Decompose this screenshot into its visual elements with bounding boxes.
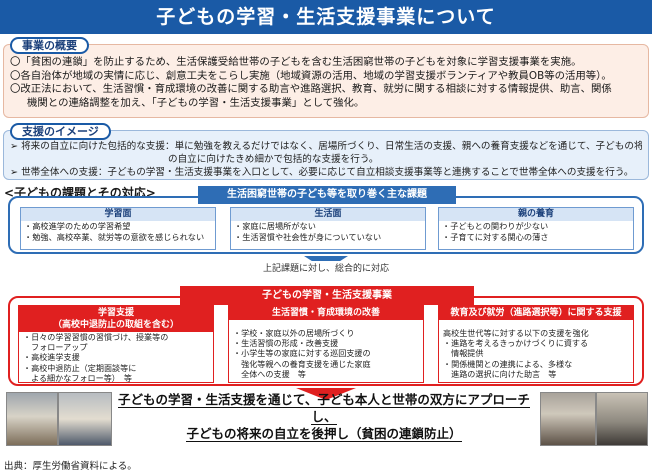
- program-item: 高校生世代等に対する以下の支援を強化: [443, 328, 589, 338]
- program-item: ・生活習慣の形成・改善支援: [233, 338, 339, 349]
- connector-caption: 上記課題に対し、総合的に対応: [236, 261, 416, 274]
- program-item: 情報提供: [443, 348, 484, 359]
- issue-item: ・高校進学のための学習希望: [24, 221, 131, 231]
- issue-title: 親の養育: [439, 208, 633, 221]
- issue-column-life: 生活面 ・家庭に居場所がない ・生活習慣や社会性が身についていない: [230, 207, 426, 250]
- program-item: 全体への支援 等: [233, 368, 306, 379]
- program-header: 子どもの学習・生活支援事業: [180, 286, 474, 305]
- program-item: よる細かなフォロー等） 等: [23, 372, 133, 383]
- program-item: ・日々の学習習慣の習慣づけ、授業等の: [23, 332, 169, 342]
- program-item: ・高校中退防止（定期面談等に: [23, 362, 137, 373]
- issue-item: ・生活習慣や社会性が身についていない: [234, 231, 382, 242]
- program-item: ・学校・家庭以外の居場所づくり: [233, 328, 355, 338]
- program-column-career: 教育及び就労（進路選択等）に関する支援 高校生世代等に対する以下の支援を強化 ・…: [438, 305, 634, 383]
- image-line-3: ➢ 世帯全体への支援：子どもの学習・生活支援事業を入口として、必要に応じて自立相…: [10, 167, 634, 179]
- conclusion-line-2: 子どもの将来の自立を後押し（貧困の連鎖防止）: [186, 426, 462, 442]
- source-note: 出典：厚生労働省資料による。: [4, 461, 137, 472]
- overview-line-2: 〇各自治体が地域の実情に応じ、創意工夫をこらし実施（地域資源の活用、地域の学習支…: [10, 69, 612, 82]
- program-column-study: 学習支援 （高校中退防止の取組を含む） ・日々の学習習慣の習慣づけ、授業等の フ…: [18, 305, 214, 383]
- image-box: ➢ 将来の自立に向けた包括的な支援：単に勉強を教えるだけではなく、居場所づくり、…: [3, 130, 649, 180]
- program-item: フォローアップ: [23, 342, 88, 353]
- issue-column-parenting: 親の養育 ・子どもとの関わりが少ない ・子育てに対する関心の薄さ: [438, 207, 634, 250]
- image-line-1: ➢ 将来の自立に向けた包括的な支援：単に勉強を教えるだけではなく、居場所づくり、…: [10, 141, 642, 152]
- classroom-photo-3: [540, 392, 596, 446]
- overview-line-1: 〇「貧困の連鎖」を防止するため、生活保護受給世帯の子どもを含む生活困窮世帯の子ど…: [10, 56, 582, 68]
- program-item: ・小学生等の家庭に対する巡回支援の: [233, 348, 371, 359]
- program-column-life: 生活習慣・育成環境の改善 ・学校・家庭以外の居場所づくり ・生活習慣の形成・改善…: [228, 305, 424, 383]
- program-item: ・進路を考えるきっかけづくりに資する: [443, 338, 589, 349]
- overview-line-4: 機関との連絡調整を加え、「子どもの学習・生活支援事業」として強化。: [27, 97, 365, 110]
- conclusion-line-1: 子どもの学習・生活支援を通じて、子ども本人と世帯の双方にアプローチし、: [118, 392, 530, 425]
- issue-item: ・家庭に居場所がない: [234, 221, 316, 231]
- issue-column-study: 学習面 ・高校進学のための学習希望 ・勉強、高校卒業、就労等の意欲を感じられない: [20, 207, 216, 250]
- image-label: 支援のイメージ: [10, 123, 111, 140]
- program-item: ・関係機関との連携による、多様な: [443, 358, 573, 369]
- program-item: 強化等親への養育支援を通じた家庭: [233, 358, 371, 369]
- classroom-photo-1: [6, 392, 58, 446]
- image-line-2: の自立に向けたきめ細かで包括的な支援を行う。: [168, 154, 379, 166]
- overview-line-3: 〇改正法において、生活習慣・育成環境の改善に関する助言や進路選択、教育、就労に関…: [10, 83, 612, 96]
- issue-item: ・子どもとの関わりが少ない: [442, 221, 549, 231]
- issue-title: 生活面: [231, 208, 425, 221]
- program-title-line: 学習支援: [97, 308, 134, 318]
- issue-item: ・勉強、高校卒業、就労等の意欲を感じられない: [24, 231, 205, 242]
- program-title: 生活習慣・育成環境の改善: [229, 306, 423, 320]
- program-title-line: （高校中退防止の取組を含む）: [52, 320, 179, 330]
- classroom-photo-4: [596, 392, 648, 446]
- conclusion: 子どもの学習・生活支援を通じて、子ども本人と世帯の双方にアプローチし、 子どもの…: [112, 391, 536, 442]
- program-title: 学習支援 （高校中退防止の取組を含む）: [19, 306, 213, 332]
- overview-label: 事業の概要: [10, 37, 89, 54]
- overview-box: 〇「貧困の連鎖」を防止するため、生活保護受給世帯の子どもを含む生活困窮世帯の子ど…: [3, 44, 649, 118]
- classroom-photo-2: [58, 392, 112, 446]
- program-item: 進路の選択に向けた助言 等: [443, 368, 557, 379]
- issue-item: ・子育てに対する関心の薄さ: [442, 231, 549, 242]
- page-title: 子どもの学習・生活支援事業について: [0, 0, 652, 34]
- program-title: 教育及び就労（進路選択等）に関する支援: [439, 306, 633, 320]
- program-item: ・高校進学支援: [23, 352, 80, 363]
- issue-title: 学習面: [21, 208, 215, 221]
- issues-header: 生活困窮世帯の子ども等を取り巻く主な課題: [198, 186, 456, 204]
- down-arrow-red-icon: [296, 388, 356, 400]
